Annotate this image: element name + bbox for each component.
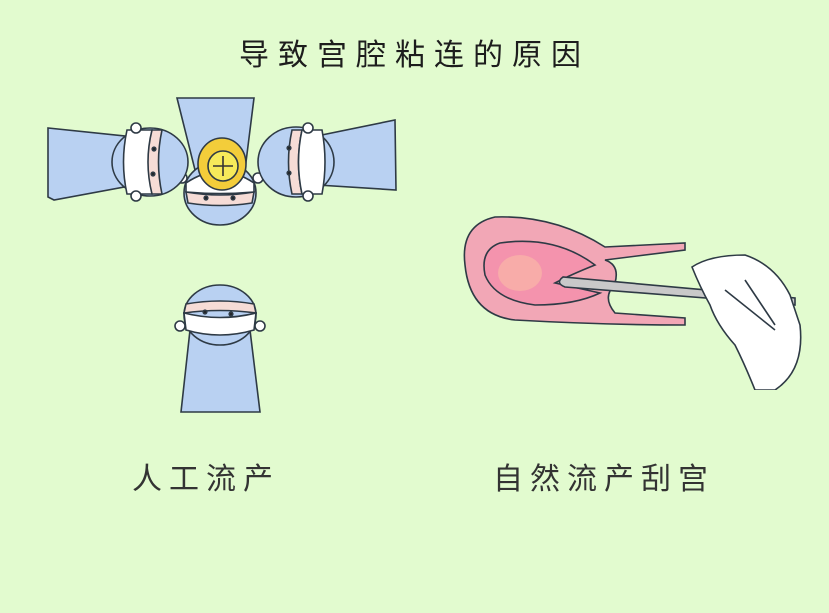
uterus-curette-icon xyxy=(463,216,802,390)
surgeons-around-table-icon xyxy=(47,97,397,413)
caption-artificial-abortion: 人工流产 xyxy=(132,462,280,497)
caption-curettage: 自然流产刮宫 xyxy=(493,462,715,497)
slide-title: 导致宫腔粘连的原因 xyxy=(239,38,590,73)
